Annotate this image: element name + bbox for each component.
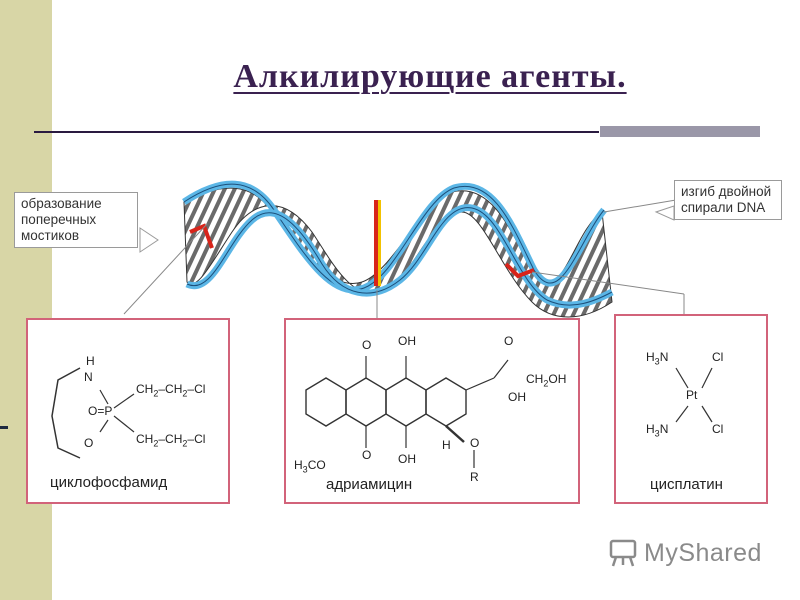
chain-top: CH2–CH2–Cl (136, 382, 206, 399)
dna-helix-illustration (123, 180, 685, 318)
crosslink-left (189, 223, 214, 249)
cyclophosphamide-label: циклофосфамид (50, 474, 168, 491)
atom-h: H (86, 354, 95, 368)
cisplatin-box: H3N Cl Pt H3N Cl цисплатин (614, 314, 768, 504)
cis-cl-bottom: Cl (712, 422, 724, 436)
adr-o-link: O (470, 436, 480, 450)
adriamycin-box: O OH O OH CH2OH H3CO O OH H O R адриамиц… (284, 318, 580, 504)
cisplatin-label: цисплатин (650, 476, 723, 493)
adr-oh-side: OH (508, 390, 526, 404)
watermark-text: MyShared (644, 538, 762, 567)
adr-ch2oh: CH2OH (526, 372, 567, 389)
adr-oh-top: OH (398, 334, 416, 348)
slide-title: Алкилирующие агенты. (233, 58, 627, 95)
adriamycin-label: адриамицин (326, 476, 413, 493)
adr-h3co: H3CO (294, 458, 326, 475)
adr-r: R (470, 470, 479, 484)
cis-h3n-bottom: H3N (646, 422, 669, 439)
atom-n: N (84, 370, 93, 384)
cis-cl-top: Cl (712, 350, 724, 364)
board-icon (609, 539, 637, 567)
crosslink-center (374, 200, 380, 286)
dna-figure: образование поперечных мостиков изгиб дв… (12, 172, 788, 520)
adr-o-top: O (362, 338, 372, 352)
adr-o-bottom: O (362, 448, 372, 462)
title-rule-thick (600, 126, 760, 137)
cyclophosphamide-box: H N O=P O CH2–CH2–Cl CH2–CH2–Cl циклофос… (26, 318, 230, 504)
sidebar-notch (0, 426, 8, 429)
crosslink-right (504, 262, 535, 279)
callout-helix-bend: изгиб двойной спирали DNA (674, 180, 782, 220)
cis-h3n-top: H3N (646, 350, 669, 367)
cyclophosphamide-structure (51, 367, 135, 459)
atom-o: O (84, 436, 94, 450)
title-rule-thin (34, 131, 599, 133)
myshared-watermark: MyShared (608, 536, 762, 570)
callout-crosslinks: образование поперечных мостиков (14, 192, 138, 248)
atom-o-p: O=P (88, 404, 113, 418)
chain-bottom: CH2–CH2–Cl (136, 432, 206, 449)
adr-h: H (442, 438, 451, 452)
adr-oh-bottom: OH (398, 452, 416, 466)
adr-o-ketone: O (504, 334, 514, 348)
cisplatin-structure (675, 367, 713, 423)
adriamycin-structure (305, 356, 509, 468)
cis-pt: Pt (686, 388, 698, 402)
